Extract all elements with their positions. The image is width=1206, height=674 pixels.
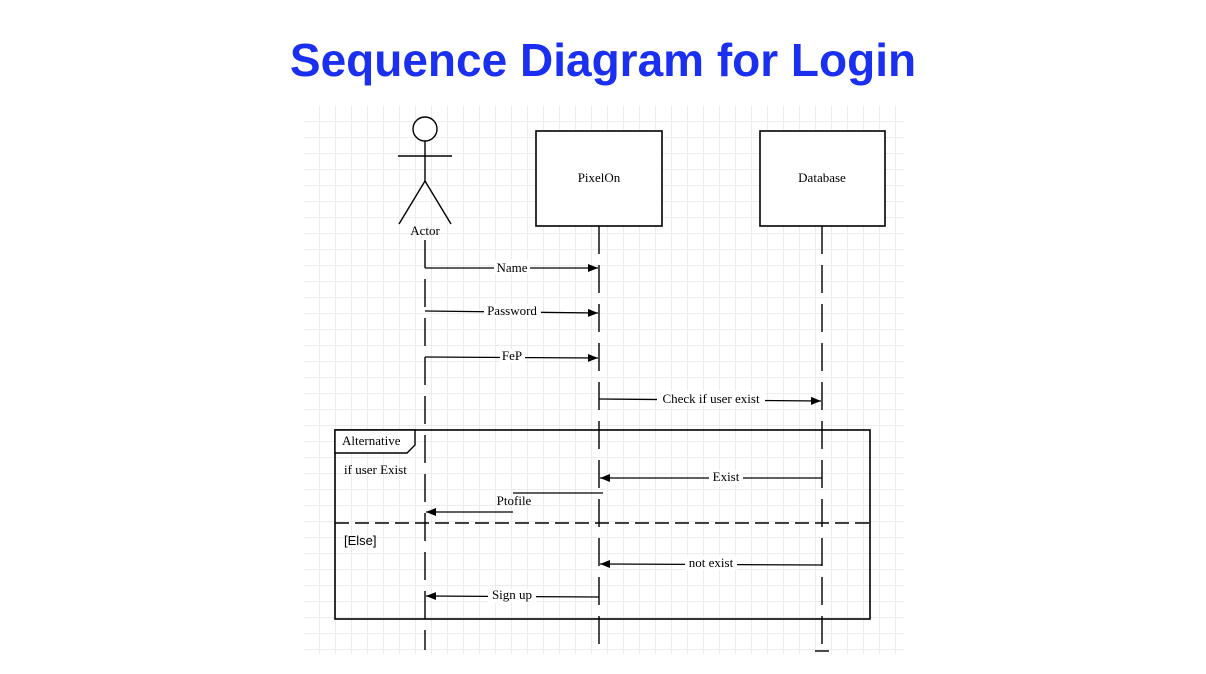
participant-label-pixelon: PixelOn: [578, 170, 621, 185]
participant-box-database: [759, 130, 886, 227]
alt-fragment: Alternative if user Exist [Else]: [334, 429, 871, 620]
message-sign-up-label: Sign up: [492, 587, 532, 602]
alt-fragment-tab: [334, 429, 416, 454]
message-fep-label: FeP: [502, 348, 522, 363]
alt-fragment-label: Alternative: [342, 433, 401, 448]
message-password: Password: [424, 303, 599, 318]
message-exist-label: Exist: [713, 469, 740, 484]
message-check-user: Check if user exist: [598, 391, 822, 406]
message-exist: Exist: [600, 469, 822, 484]
alt-guard-label: if user Exist: [344, 462, 407, 477]
alt-else-label: [Else]: [344, 533, 377, 548]
participant-label-database: Database: [798, 170, 846, 185]
alt-fragment-frame: [334, 429, 871, 620]
message-not-exist-label: not exist: [689, 555, 734, 570]
message-name: Name: [425, 260, 598, 275]
diagram-title: Sequence Diagram for Login: [289, 34, 917, 86]
message-name-label: Name: [496, 260, 527, 275]
message-password-label: Password: [487, 303, 537, 318]
message-profile-label: Ptofile: [497, 493, 532, 508]
message-not-exist: not exist: [599, 555, 823, 570]
message-profile: Ptofile: [426, 492, 603, 516]
actor-label: Actor: [410, 223, 440, 238]
message-fep: FeP: [424, 348, 599, 363]
message-check-user-label: Check if user exist: [662, 391, 760, 406]
participant-box-pixelon: [535, 130, 663, 227]
actor-figure: [398, 116, 452, 225]
message-sign-up: Sign up: [425, 587, 600, 603]
